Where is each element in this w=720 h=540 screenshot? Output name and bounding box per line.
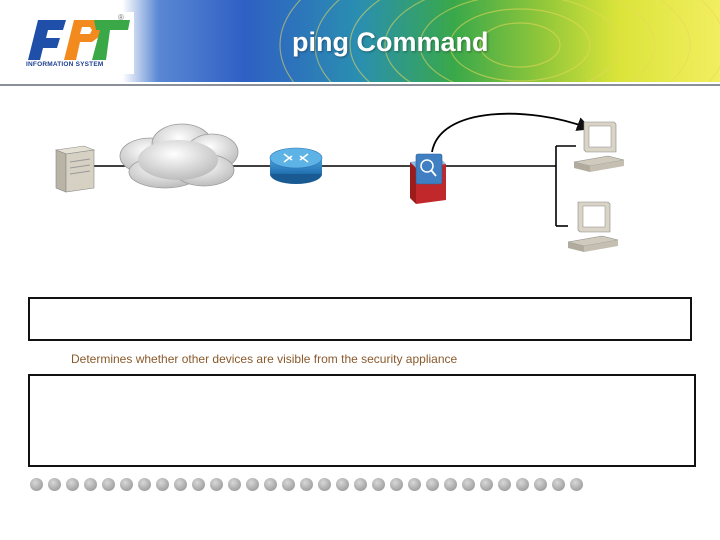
footer-dot	[570, 478, 583, 491]
footer-dot	[210, 478, 223, 491]
command-box	[28, 297, 692, 341]
pc-icon	[567, 201, 619, 252]
cloud-icon	[119, 123, 239, 189]
footer-dot	[408, 478, 421, 491]
registered-mark: ®	[118, 13, 124, 22]
footer-dot	[390, 478, 403, 491]
footer-dot	[138, 478, 151, 491]
logo-subtitle: INFORMATION SYSTEM	[26, 61, 104, 68]
footer-dots	[30, 478, 694, 492]
footer-dot	[282, 478, 295, 491]
fpt-logo	[24, 12, 134, 74]
footer-dot	[84, 478, 97, 491]
footer-dot	[66, 478, 79, 491]
server-tower-icon	[54, 145, 96, 193]
footer-dot	[354, 478, 367, 491]
footer-dot	[498, 478, 511, 491]
router-icon	[269, 147, 323, 184]
pc-icon	[573, 121, 625, 172]
caption-text: Determines whether other devices are vis…	[71, 352, 458, 366]
footer-dot	[336, 478, 349, 491]
footer-dot	[462, 478, 475, 491]
footer-dot	[120, 478, 133, 491]
output-box	[28, 374, 696, 467]
footer-dot	[534, 478, 547, 491]
footer-dot	[552, 478, 565, 491]
footer-dot	[192, 478, 205, 491]
footer-dot	[300, 478, 313, 491]
network-diagram	[54, 112, 625, 252]
footer-dot	[48, 478, 61, 491]
footer-dot	[318, 478, 331, 491]
footer-dot	[30, 478, 43, 491]
slide-header: ® INFORMATION SYSTEM ping Command	[0, 0, 720, 82]
security-appliance-icon	[410, 153, 446, 204]
footer-dot	[102, 478, 115, 491]
header-divider	[0, 84, 720, 86]
footer-dot	[480, 478, 493, 491]
footer-dot	[156, 478, 169, 491]
footer-dot	[264, 478, 277, 491]
header-decoration	[279, 0, 720, 82]
footer-dot	[174, 478, 187, 491]
page-title: ping Command	[292, 27, 489, 57]
footer-dot	[444, 478, 457, 491]
footer-dot	[246, 478, 259, 491]
footer-dot	[228, 478, 241, 491]
footer-dot	[426, 478, 439, 491]
footer-dot	[516, 478, 529, 491]
ping-arrow	[431, 112, 592, 153]
footer-dot	[372, 478, 385, 491]
